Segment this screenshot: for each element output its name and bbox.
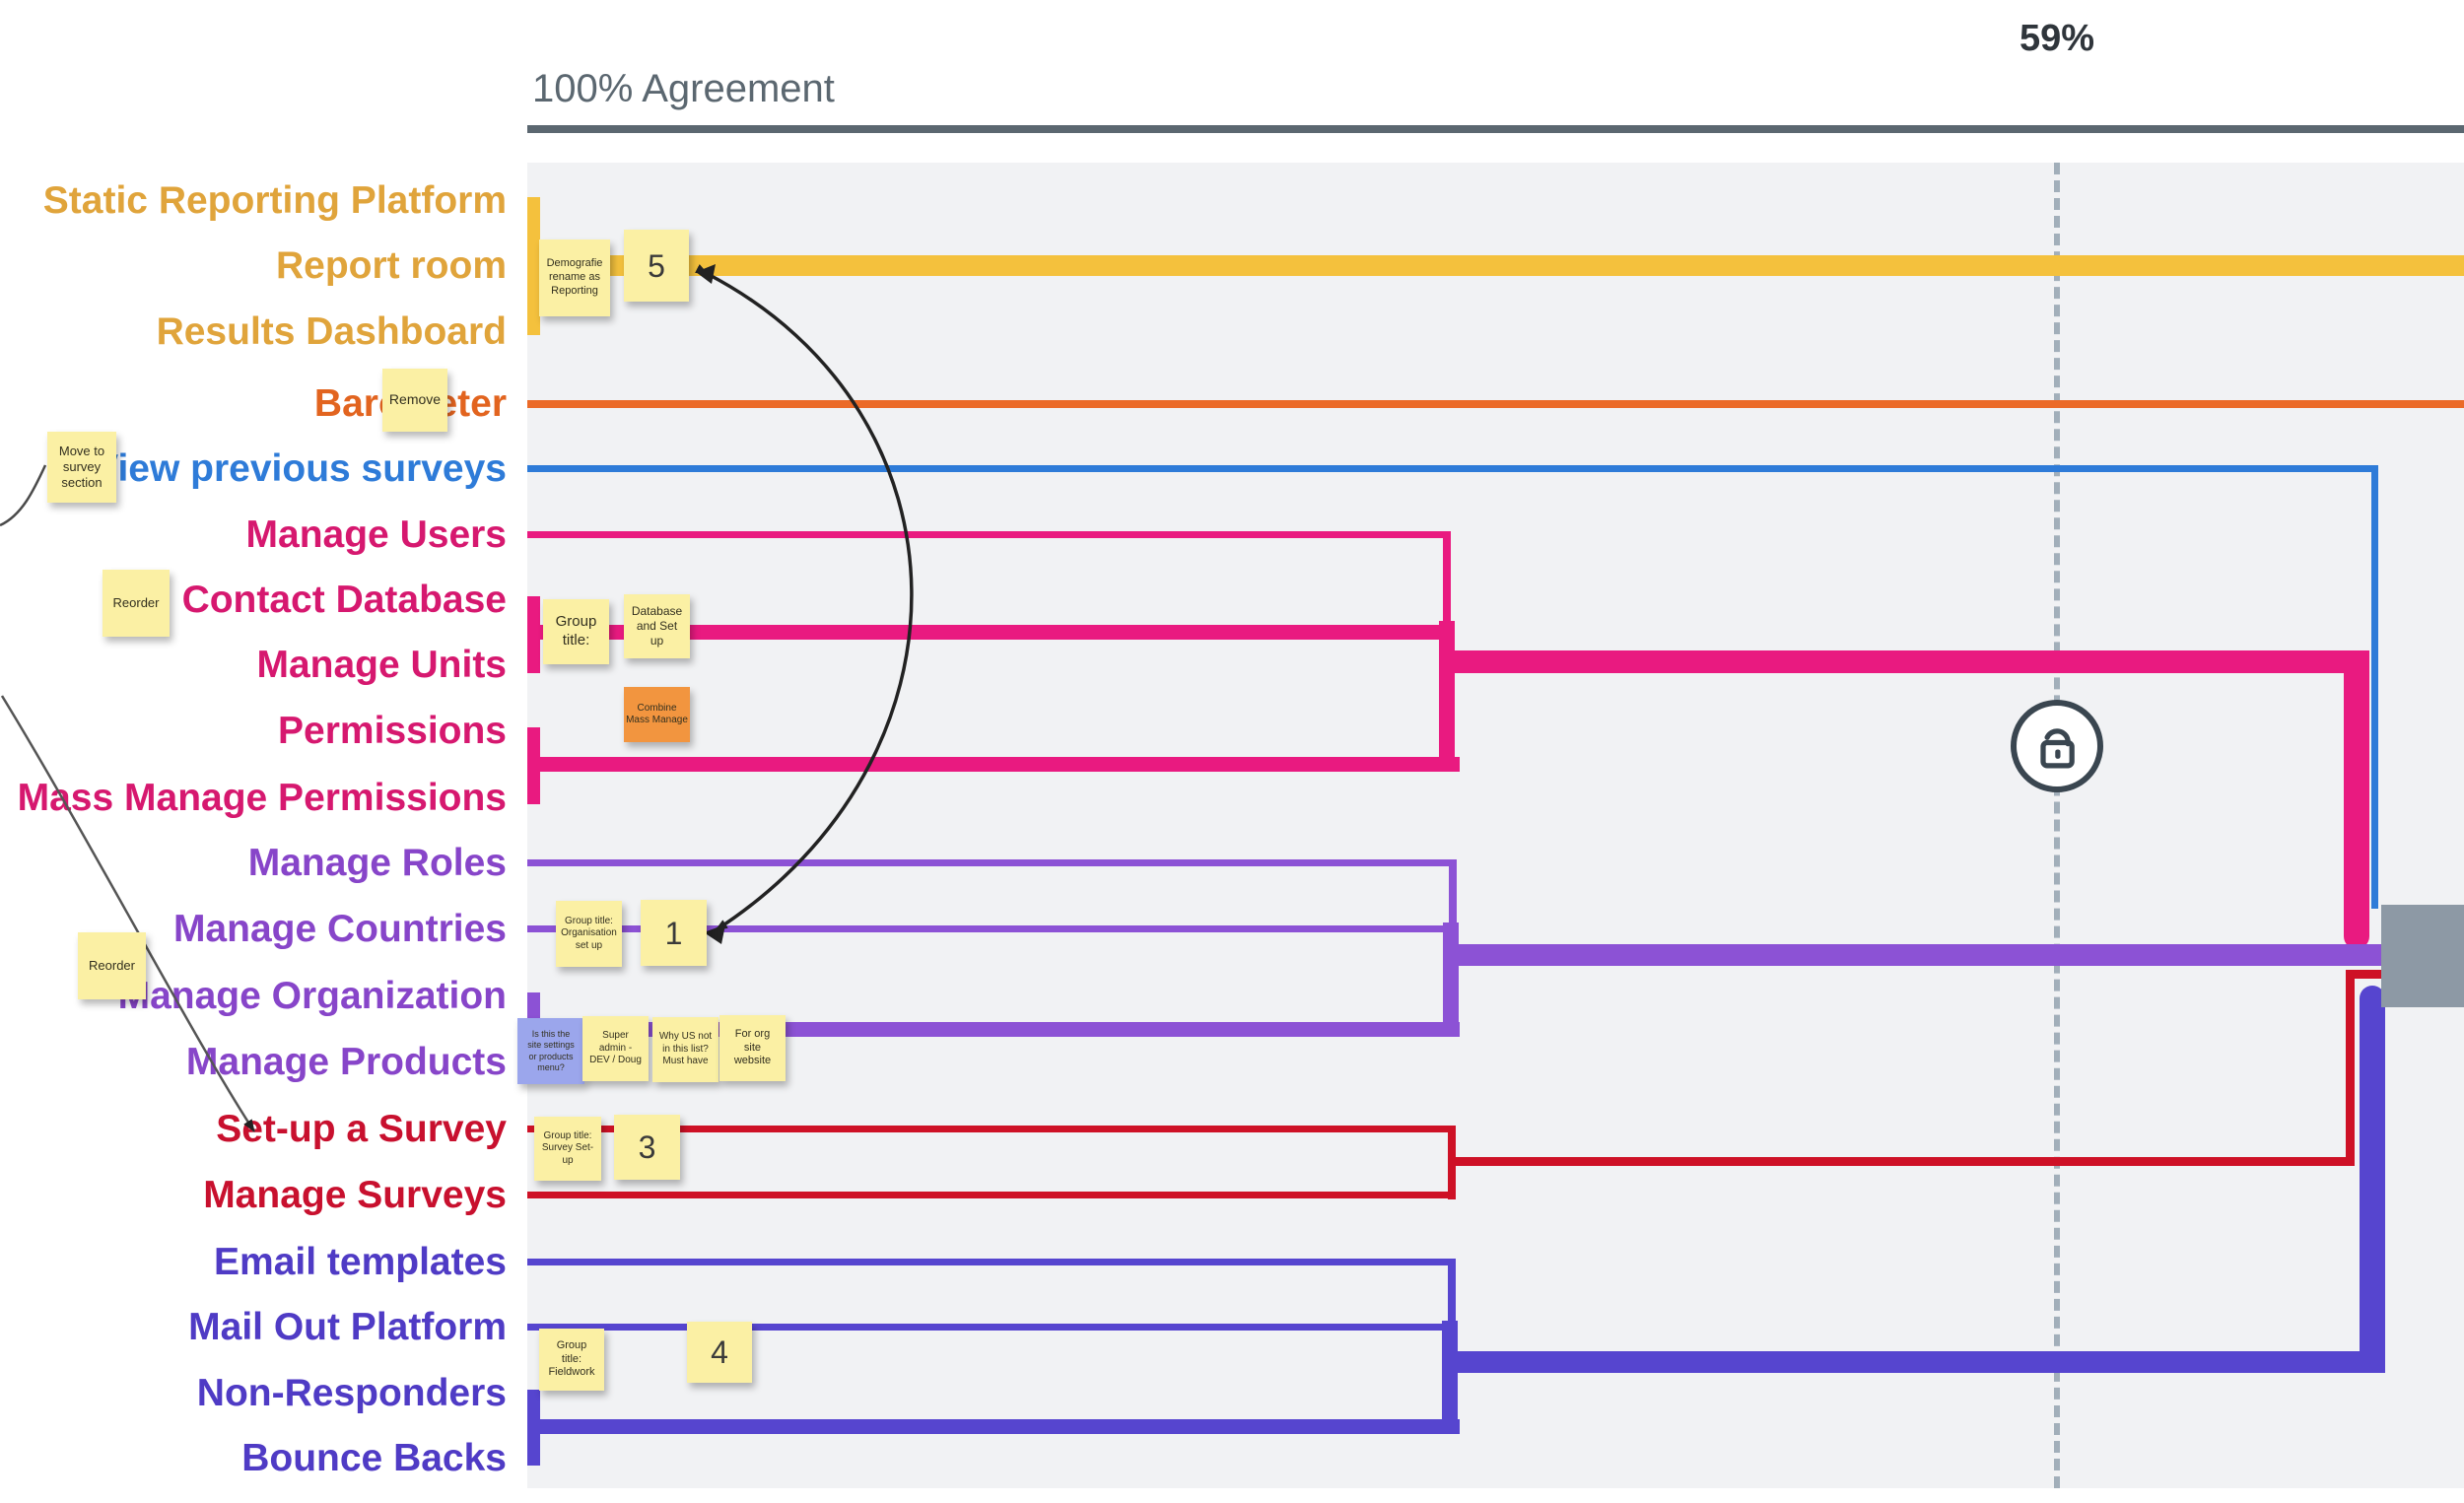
dendro-exit-purple	[1449, 944, 2381, 966]
dendro-line-setup-survey	[527, 1126, 1456, 1132]
dendro-bracket-pink-thick	[1439, 621, 1455, 772]
sticky-note-is-this-the-site-setting[interactable]: Is this the site settings or products me…	[517, 1018, 584, 1084]
sticky-note-super-admin-dev-doug[interactable]: Super admin - DEV / Doug	[582, 1016, 649, 1081]
lock-open-icon	[2040, 728, 2075, 769]
dendro-red-into-node	[2346, 970, 2383, 979]
item-label-report-room[interactable]: Report room	[276, 244, 507, 287]
sticky-note-why-us-not-in-this-list-[interactable]: Why US not in this list? Must have	[652, 1017, 719, 1082]
sticky-note-3[interactable]: 3	[614, 1115, 680, 1180]
dendro-line-manage-surveys	[527, 1192, 1456, 1198]
dendro-line-mailout	[527, 1324, 1456, 1331]
threshold-lock-control[interactable]	[2011, 700, 2103, 792]
item-label-mail-out-platform[interactable]: Mail Out Platform	[188, 1306, 507, 1348]
sticky-note-group-title[interactable]: Group title:	[543, 599, 609, 664]
sticky-note-group-title-survey-set-u[interactable]: Group title: Survey Set- up	[534, 1117, 601, 1181]
item-label-contact-database[interactable]: Contact Database	[181, 579, 507, 621]
agreement-axis-label: 100% Agreement	[532, 67, 835, 110]
dendro-drop-pink	[2344, 650, 2369, 949]
sticky-note-5[interactable]: 5	[624, 230, 689, 302]
dendro-line-manage-users	[527, 531, 1450, 538]
item-label-manage-countries[interactable]: Manage Countries	[172, 908, 507, 950]
item-label-non-responders[interactable]: Non-Responders	[196, 1372, 507, 1414]
item-label-permissions[interactable]: Permissions	[278, 710, 507, 752]
threshold-percentage-label: 59%	[2019, 18, 2095, 59]
item-label-mass-manage-permissions[interactable]: Mass Manage Permissions	[17, 777, 507, 819]
agreement-axis-line	[527, 125, 2464, 133]
item-label-manage-organization[interactable]: Manage Organization	[117, 975, 507, 1017]
sticky-note-4[interactable]: 4	[687, 1322, 752, 1383]
item-label-bounce-backs[interactable]: Bounce Backs	[241, 1437, 507, 1479]
dendro-bracket-pink-thin	[1443, 531, 1451, 635]
sticky-note-combine-mass-manage[interactable]: Combine Mass Manage	[624, 687, 690, 742]
dendro-bracket-indigo-thin	[1448, 1259, 1456, 1332]
dendro-merged-reporting	[527, 255, 2464, 276]
final-merge-node	[2381, 905, 2464, 1007]
item-label-set-up-a-survey[interactable]: Set-up a Survey	[216, 1108, 507, 1150]
sticky-note-remove[interactable]: Remove	[382, 369, 447, 432]
item-label-manage-products[interactable]: Manage Products	[185, 1041, 507, 1083]
dendro-bracket-indigo-thick	[1442, 1321, 1458, 1433]
dendro-bracket-purple-thick	[1443, 922, 1459, 1037]
item-label-manage-users[interactable]: Manage Users	[245, 513, 507, 556]
sticky-note-reorder[interactable]: Reorder	[103, 570, 170, 637]
item-label-email-templates[interactable]: Email templates	[214, 1241, 507, 1283]
sticky-note-demografie-rename-as-rep[interactable]: Demografie rename as Reporting	[539, 239, 610, 316]
item-label-manage-roles[interactable]: Manage Roles	[247, 842, 507, 884]
dendro-bracket-purple-thin	[1449, 859, 1457, 933]
item-label-results-dashboard[interactable]: Results Dashboard	[156, 310, 507, 353]
item-label-manage-surveys[interactable]: Manage Surveys	[203, 1174, 507, 1216]
dendro-merged-permissions-pair	[527, 757, 1460, 772]
dendro-line-manage-roles	[527, 859, 1457, 866]
sticky-note-database-and-set-up[interactable]: Database and Set up	[624, 594, 690, 658]
sticky-note-group-title-fieldwork[interactable]: Group title: Fieldwork	[539, 1329, 604, 1391]
sticky-note-group-title-organisation[interactable]: Group title: Organisation set up	[556, 901, 622, 967]
sticky-note-1[interactable]: 1	[641, 900, 707, 966]
item-label-manage-units[interactable]: Manage Units	[256, 644, 507, 686]
sticky-note-move-to-survey-section[interactable]: Move to survey section	[47, 432, 116, 503]
sticky-note-for-org-site-website[interactable]: For org site website	[719, 1015, 786, 1081]
dendro-rise-indigo	[2360, 986, 2385, 1373]
item-label-view-previous-surveys[interactable]: View previous surveys	[93, 447, 507, 490]
threshold-dashed-line[interactable]	[2054, 163, 2060, 1488]
dendro-merged-nonresp-bounce	[527, 1419, 1460, 1434]
dendro-exit-indigo	[1448, 1351, 2385, 1373]
dendro-line-view-previous-surveys	[527, 465, 2378, 472]
dendro-rise-red	[2346, 970, 2355, 1166]
dendrogram-panel	[527, 163, 2464, 1488]
sticky-note-reorder[interactable]: Reorder	[78, 932, 146, 999]
dendro-line-email-templates	[527, 1259, 1456, 1265]
item-label-static-reporting-platform[interactable]: Static Reporting Platform	[42, 179, 507, 222]
dendro-exit-red	[1452, 1157, 2354, 1166]
dendro-exit-pink	[1445, 650, 2369, 673]
dendro-line-manage-countries	[527, 925, 1457, 932]
dendro-drop-view-previous-surveys	[2371, 465, 2378, 909]
dendro-line-barometer	[527, 400, 2464, 408]
